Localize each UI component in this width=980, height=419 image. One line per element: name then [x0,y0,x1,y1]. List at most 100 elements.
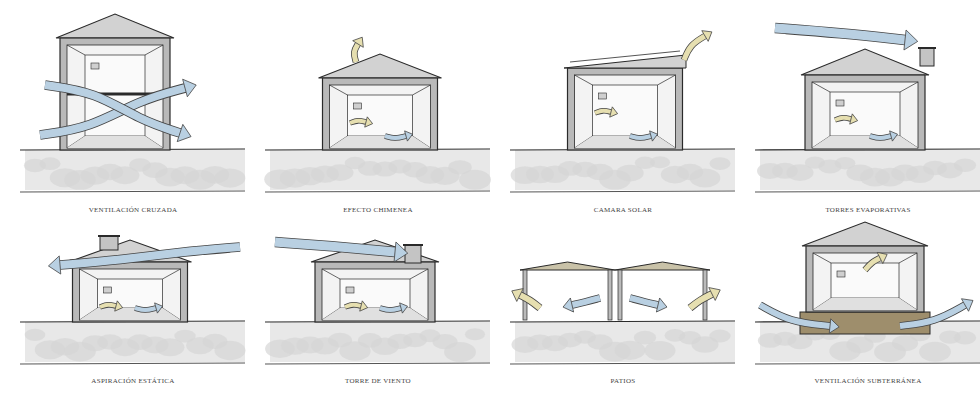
window [599,93,607,99]
panel [265,240,490,364]
ground [760,150,980,190]
tower [405,245,421,263]
roof [319,54,442,78]
air-flow [60,247,240,265]
arrow-head [904,30,918,50]
air-flow [345,305,361,307]
caption: VENTILACIÓN SUBTERRÁNEA [814,378,921,385]
perspective-line [413,85,431,95]
room [322,269,428,320]
panel [264,37,491,192]
ground-texture [954,159,976,172]
caption: CAMARA SOLAR [594,207,653,214]
ground-texture [650,156,670,168]
ground-texture [690,168,721,187]
roof [801,49,929,75]
air-flow [520,295,540,308]
room [575,75,676,148]
air-flow [595,111,611,113]
floor [330,136,431,148]
floor [575,136,676,148]
ground-line [265,363,490,364]
air-flow [865,258,880,270]
ground-line [755,191,980,192]
ground-line [265,191,490,192]
ground-texture [459,170,491,190]
air-flow [870,136,891,138]
room [80,269,181,320]
air-flow [775,28,905,40]
air-flow [45,85,180,133]
arrow-head [155,303,163,313]
room [813,253,917,310]
air-flow [350,121,366,123]
caption: TORRE DE VIENTO [345,378,411,385]
air-flow [135,308,156,310]
air-flow [275,242,395,252]
ground-texture [644,341,675,360]
column [608,270,612,320]
window [91,63,99,69]
panel [20,236,245,364]
patio-roof [615,262,710,270]
air-flow [690,294,712,308]
arrow-head [400,303,408,313]
window [104,287,112,293]
ground-texture [25,329,46,341]
wall [323,78,438,150]
air-flow [865,258,880,270]
air-flow [595,111,611,113]
air-flow [775,28,905,40]
caption: PATIOS [611,378,636,385]
arrow-head [850,114,858,124]
arrow-head [115,301,123,311]
wall [315,262,435,322]
arrow-head [353,37,364,47]
floor [67,136,163,148]
room [330,85,431,148]
arrow-head [877,252,887,263]
back-wall [830,92,900,136]
air-flow [630,136,651,138]
air-flow [630,136,651,138]
air-flow [900,305,965,326]
window [836,100,844,106]
air-flow [380,308,401,310]
tower [920,48,934,66]
arrow-head [650,131,658,141]
arrow-head [709,288,720,301]
arrow-head [702,31,712,42]
back-wall [593,85,658,136]
tower-cap [98,235,120,237]
air-flow [870,136,891,138]
panel [510,262,735,364]
arrow-head [177,124,191,141]
ground [270,150,490,190]
caption: ASPIRACIÓN ESTÁTICA [91,378,174,385]
glazing [570,51,680,62]
ground-texture [919,342,951,362]
arrow-head [48,256,60,274]
air-flow [354,44,358,62]
ground-line [510,363,735,364]
perspective-line [900,82,918,92]
ground-texture [215,168,246,187]
perspective-line [322,269,340,279]
perspective-line [67,45,85,55]
window [354,103,362,109]
ground [25,150,245,190]
air-flow [135,308,156,310]
room [812,82,918,148]
caption: TORRES EVAPORATIVAS [825,207,910,214]
ground [270,322,490,362]
wall [805,75,925,150]
air-flow [690,294,712,308]
arrow-head [183,79,197,97]
air-flow [60,247,240,265]
column [618,270,622,320]
ground-line [20,191,245,192]
air-flow [275,242,395,252]
perspective-line [163,269,181,279]
air-flow [380,308,401,310]
